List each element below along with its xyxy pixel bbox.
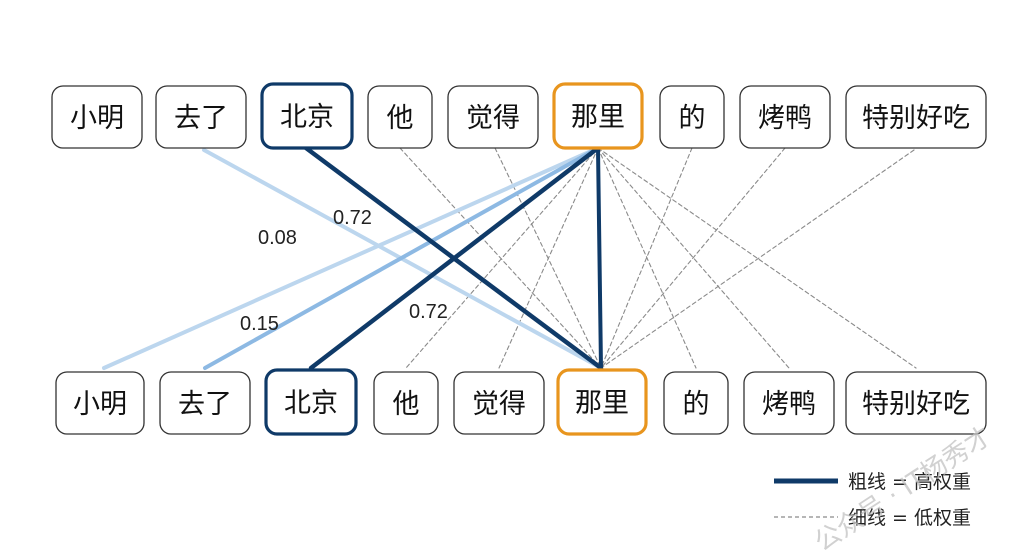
top-token-row: 小明 去了 北京 他 觉得 那里 的 烤鸭 特别好吃 <box>51 82 987 150</box>
legend-thick-label: 粗线 = 高权重 <box>848 471 971 493</box>
bottom-token-2: 北京 <box>264 368 358 436</box>
attention-edges <box>102 145 917 371</box>
top-token-label: 小明 <box>70 103 124 134</box>
edge-thick <box>308 145 601 371</box>
top-token-label: 那里 <box>571 102 625 133</box>
edge-weight-labels: 0.08 0.15 0.72 0.72 <box>240 207 448 335</box>
legend-thin-label: 细线 = 低权重 <box>848 507 971 529</box>
top-token-label: 去了 <box>174 103 228 134</box>
bottom-token-label: 去了 <box>178 389 232 420</box>
top-token-label: 他 <box>387 103 414 134</box>
bottom-token-row: 小明 去了 北京 他 觉得 那里 的 烤鸭 特别好吃 <box>55 368 987 436</box>
top-token-box <box>659 85 725 149</box>
bottom-token-0: 小明 <box>55 371 145 435</box>
edge-dashed <box>498 147 599 369</box>
bottom-token-label: 烤鸭 <box>762 389 816 420</box>
top-token-label: 觉得 <box>466 103 520 134</box>
edge-dashed <box>600 149 915 369</box>
legend: 粗线 = 高权重 细线 = 低权重 <box>774 471 971 529</box>
bottom-token-box <box>663 371 729 435</box>
bottom-token-box <box>55 371 145 435</box>
bottom-token-box <box>743 371 835 435</box>
bottom-token-label: 小明 <box>73 389 127 420</box>
edge-dashed <box>597 147 917 369</box>
top-token-label: 北京 <box>280 102 334 133</box>
bottom-token-label: 他 <box>393 389 420 420</box>
top-token-box <box>260 82 354 150</box>
bottom-token-label: 特别好吃 <box>862 389 970 420</box>
top-token-box <box>845 85 987 149</box>
bottom-token-label: 的 <box>683 389 710 420</box>
bottom-token-3: 他 <box>373 371 439 435</box>
top-token-label: 的 <box>679 103 706 134</box>
top-token-8: 特别好吃 <box>845 85 987 149</box>
edge-dashed <box>405 147 599 369</box>
top-token-box <box>447 85 539 149</box>
bottom-token-1: 去了 <box>159 371 251 435</box>
top-token-5: 那里 <box>552 82 644 150</box>
edge-weight-label: 0.72 <box>409 301 448 323</box>
top-token-box <box>367 85 433 149</box>
bottom-token-6: 的 <box>663 371 729 435</box>
top-token-6: 的 <box>659 85 725 149</box>
edge-light <box>102 146 600 370</box>
top-token-box <box>552 82 644 150</box>
edge-dashed <box>600 147 786 369</box>
top-token-box <box>155 85 247 149</box>
top-token-2: 北京 <box>260 82 354 150</box>
bottom-token-label: 觉得 <box>472 389 526 420</box>
edge-dashed <box>597 147 790 369</box>
bottom-token-box <box>264 368 358 436</box>
bottom-token-label: 北京 <box>284 388 338 419</box>
top-token-label: 烤鸭 <box>758 103 812 134</box>
edge-weight-label: 0.15 <box>240 313 279 335</box>
bottom-token-box <box>845 371 987 435</box>
bottom-token-7: 烤鸭 <box>743 371 835 435</box>
top-token-3: 他 <box>367 85 433 149</box>
bottom-token-box <box>159 371 251 435</box>
edge-weight-label: 0.08 <box>258 227 297 249</box>
bottom-token-box <box>373 371 439 435</box>
top-token-box <box>739 85 831 149</box>
top-token-box <box>51 85 143 149</box>
edge-dashed <box>597 147 697 369</box>
edge-dashed <box>399 147 602 369</box>
top-token-1: 去了 <box>155 85 247 149</box>
edge-medium <box>203 146 600 370</box>
top-token-4: 觉得 <box>447 85 539 149</box>
top-token-7: 烤鸭 <box>739 85 831 149</box>
bottom-token-4: 觉得 <box>453 371 545 435</box>
bottom-token-box <box>453 371 545 435</box>
edge-weight-label: 0.72 <box>333 207 372 229</box>
bottom-token-8: 特别好吃 <box>845 371 987 435</box>
bottom-token-5: 那里 <box>556 368 648 436</box>
top-token-label: 特别好吃 <box>862 103 970 134</box>
bottom-token-box <box>556 368 648 436</box>
edge-thick-vertical <box>596 146 603 370</box>
bottom-token-label: 那里 <box>575 388 629 419</box>
top-token-0: 小明 <box>51 85 143 149</box>
